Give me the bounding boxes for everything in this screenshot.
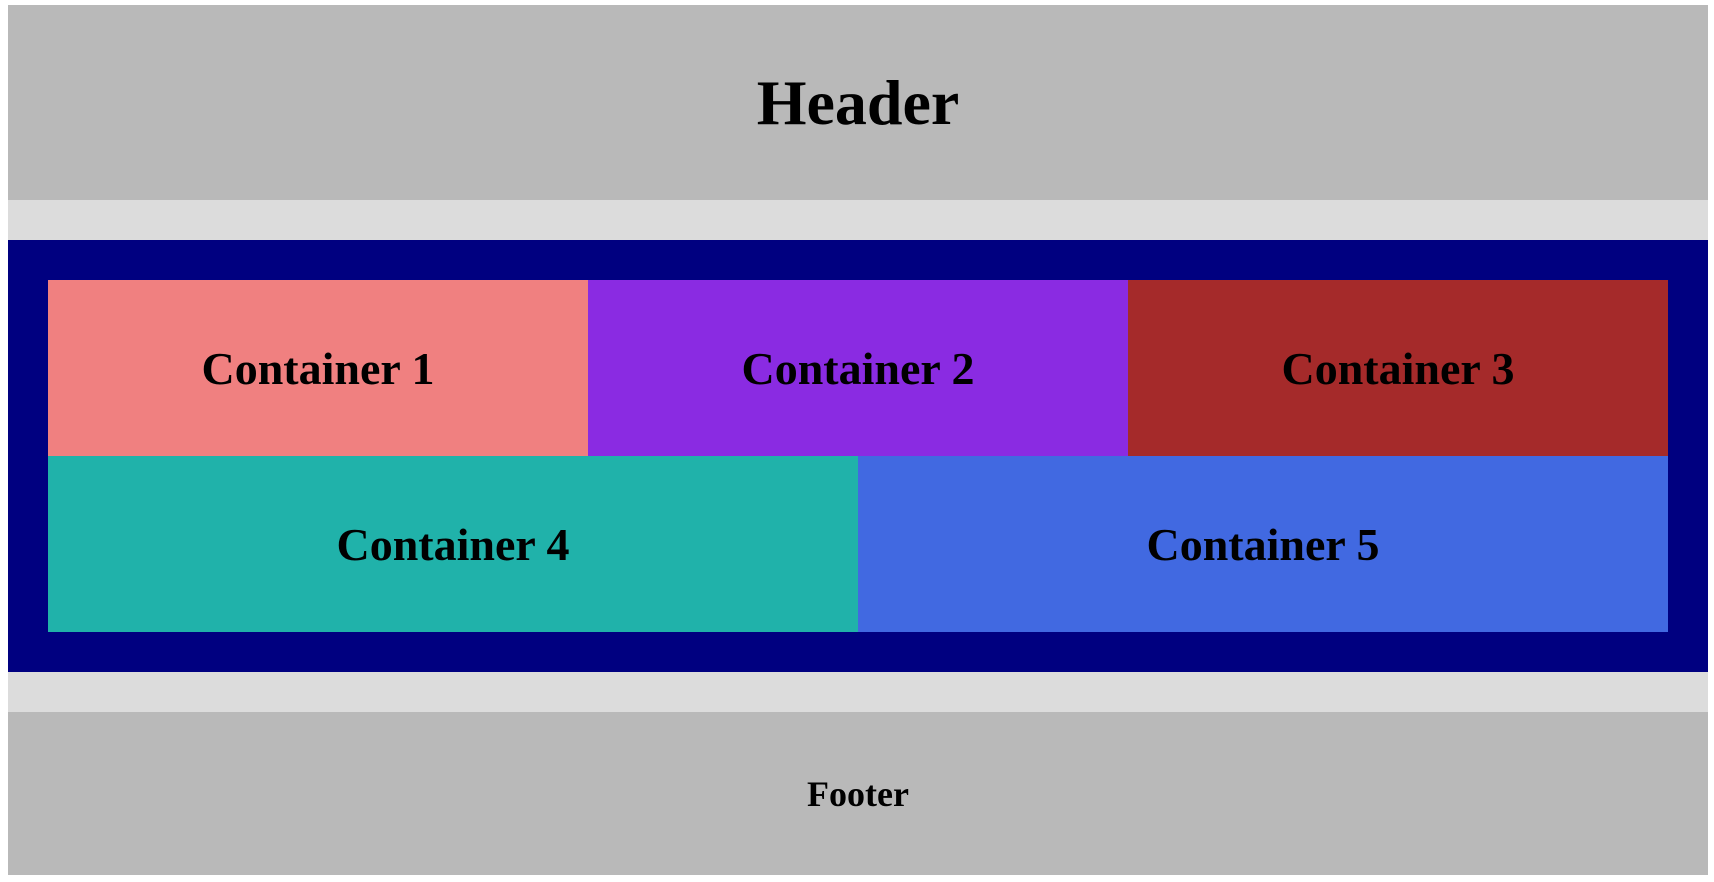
header-title: Header — [756, 66, 960, 138]
header: Header — [8, 5, 1708, 200]
container-3-label: Container 3 — [1281, 342, 1515, 394]
container-5-label: Container 5 — [1146, 518, 1380, 570]
page: Header Container 1 Container 2 Container… — [8, 5, 1708, 875]
container-1-label: Container 1 — [201, 342, 435, 394]
footer-text: Footer — [807, 773, 909, 814]
container-grid: Container 1 Container 2 Container 3 Cont… — [48, 280, 1668, 632]
main-container: Container 1 Container 2 Container 3 Cont… — [8, 240, 1708, 672]
container-4: Container 4 — [48, 456, 858, 632]
container-4-label: Container 4 — [336, 518, 570, 570]
container-2-label: Container 2 — [741, 342, 975, 394]
container-1: Container 1 — [48, 280, 588, 456]
container-5: Container 5 — [858, 456, 1668, 632]
container-3: Container 3 — [1128, 280, 1668, 456]
footer: Footer — [8, 712, 1708, 875]
container-2: Container 2 — [588, 280, 1128, 456]
